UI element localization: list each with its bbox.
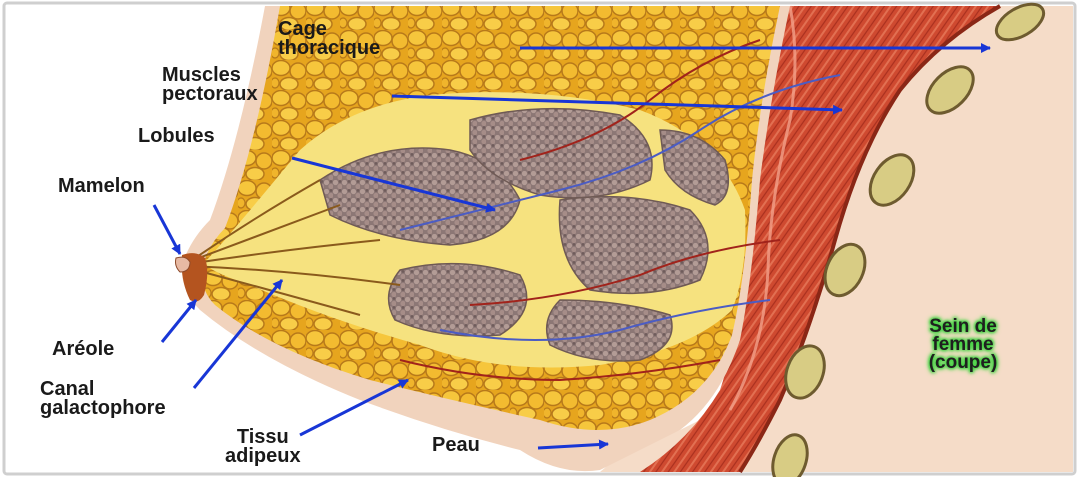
nipple-shape [176, 257, 191, 272]
label-mamelon: Mamelon [58, 177, 145, 196]
label-areole: Aréole [52, 340, 114, 359]
label-peau: Peau [432, 436, 480, 455]
label-lobules: Lobules [138, 127, 215, 146]
